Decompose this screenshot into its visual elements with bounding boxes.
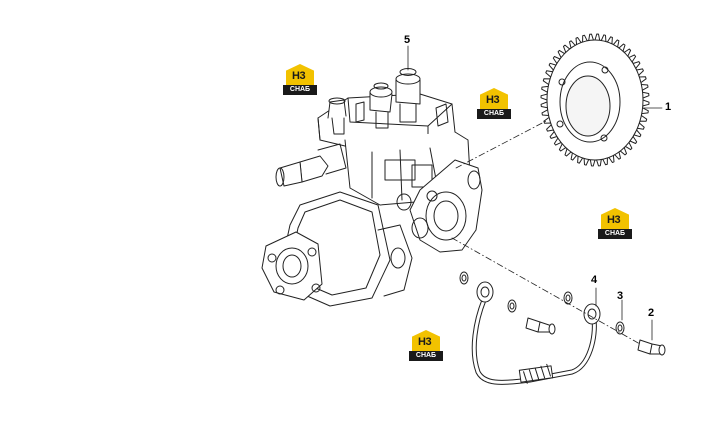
- callout-3: 3: [617, 290, 624, 302]
- watermark-logo: H3 CHAБ: [477, 88, 511, 120]
- watermark-logo: H3 CHAБ: [598, 208, 632, 240]
- callout-4: 4: [591, 274, 598, 286]
- banjo-bolts: [525, 317, 666, 356]
- callout-5: 5: [404, 34, 411, 46]
- watermark-logo: H3 CHAБ: [409, 330, 443, 362]
- watermark-logo: H3 CHAБ: [283, 64, 317, 96]
- assembly-lines: [451, 119, 641, 345]
- fuel-pipe: [471, 281, 601, 385]
- callout-2: 2: [648, 307, 655, 319]
- sealing-washers: [459, 271, 625, 335]
- callout-1: 1: [665, 101, 672, 113]
- leader-lines: [407, 45, 663, 341]
- drive-gear: [540, 33, 650, 167]
- fuel-pump-assembly: [261, 68, 483, 307]
